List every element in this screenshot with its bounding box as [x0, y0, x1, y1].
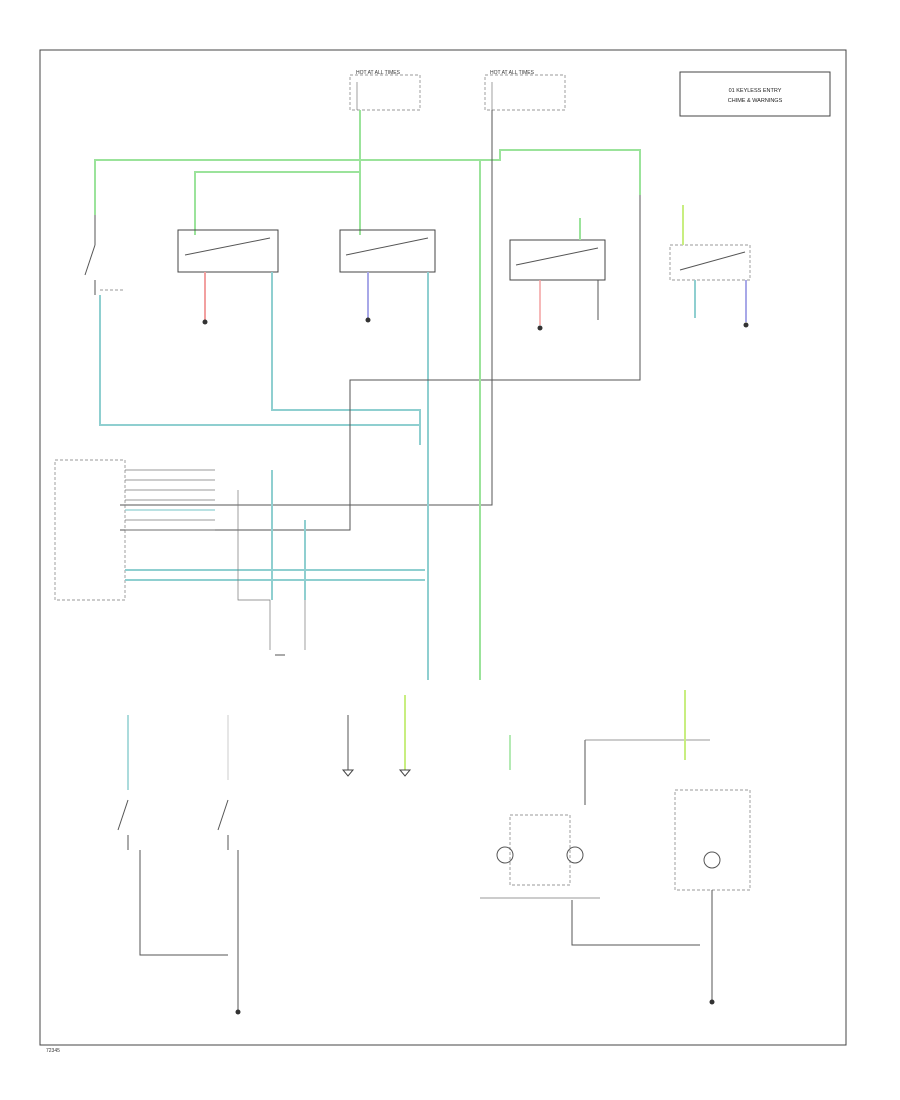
switch-box-2 — [339, 229, 436, 680]
fuse-block-right: HOT AT ALL TIMES — [484, 70, 566, 111]
title-line-1: 01 KEYLESS ENTRY — [729, 88, 782, 94]
title-box: 01 KEYLESS ENTRY CHIME & WARNINGS — [679, 71, 831, 117]
fuse-label-right: HOT AT ALL TIMES — [490, 70, 535, 76]
title-line-2: CHIME & WARNINGS — [728, 98, 783, 104]
green-feed-wire-2 — [194, 160, 361, 235]
center-grounds — [341, 695, 412, 777]
fuse-block-left: HOT AT ALL TIMES — [349, 70, 421, 111]
fuse-label-left: HOT AT ALL TIMES — [356, 70, 401, 76]
door-switches — [117, 715, 241, 1015]
green-feed-wire-4 — [360, 149, 641, 195]
switch-box-1 — [177, 229, 421, 445]
switch-4 — [669, 205, 751, 328]
switch-box-3 — [120, 195, 641, 531]
lamp-assembly — [480, 690, 751, 1005]
footer-code: 72345 — [46, 1048, 60, 1054]
module-connector — [54, 459, 215, 601]
ground-center — [237, 490, 306, 656]
black-feed-wire — [120, 110, 493, 506]
green-feed-wire — [94, 110, 361, 215]
diagram-border — [39, 49, 847, 1046]
